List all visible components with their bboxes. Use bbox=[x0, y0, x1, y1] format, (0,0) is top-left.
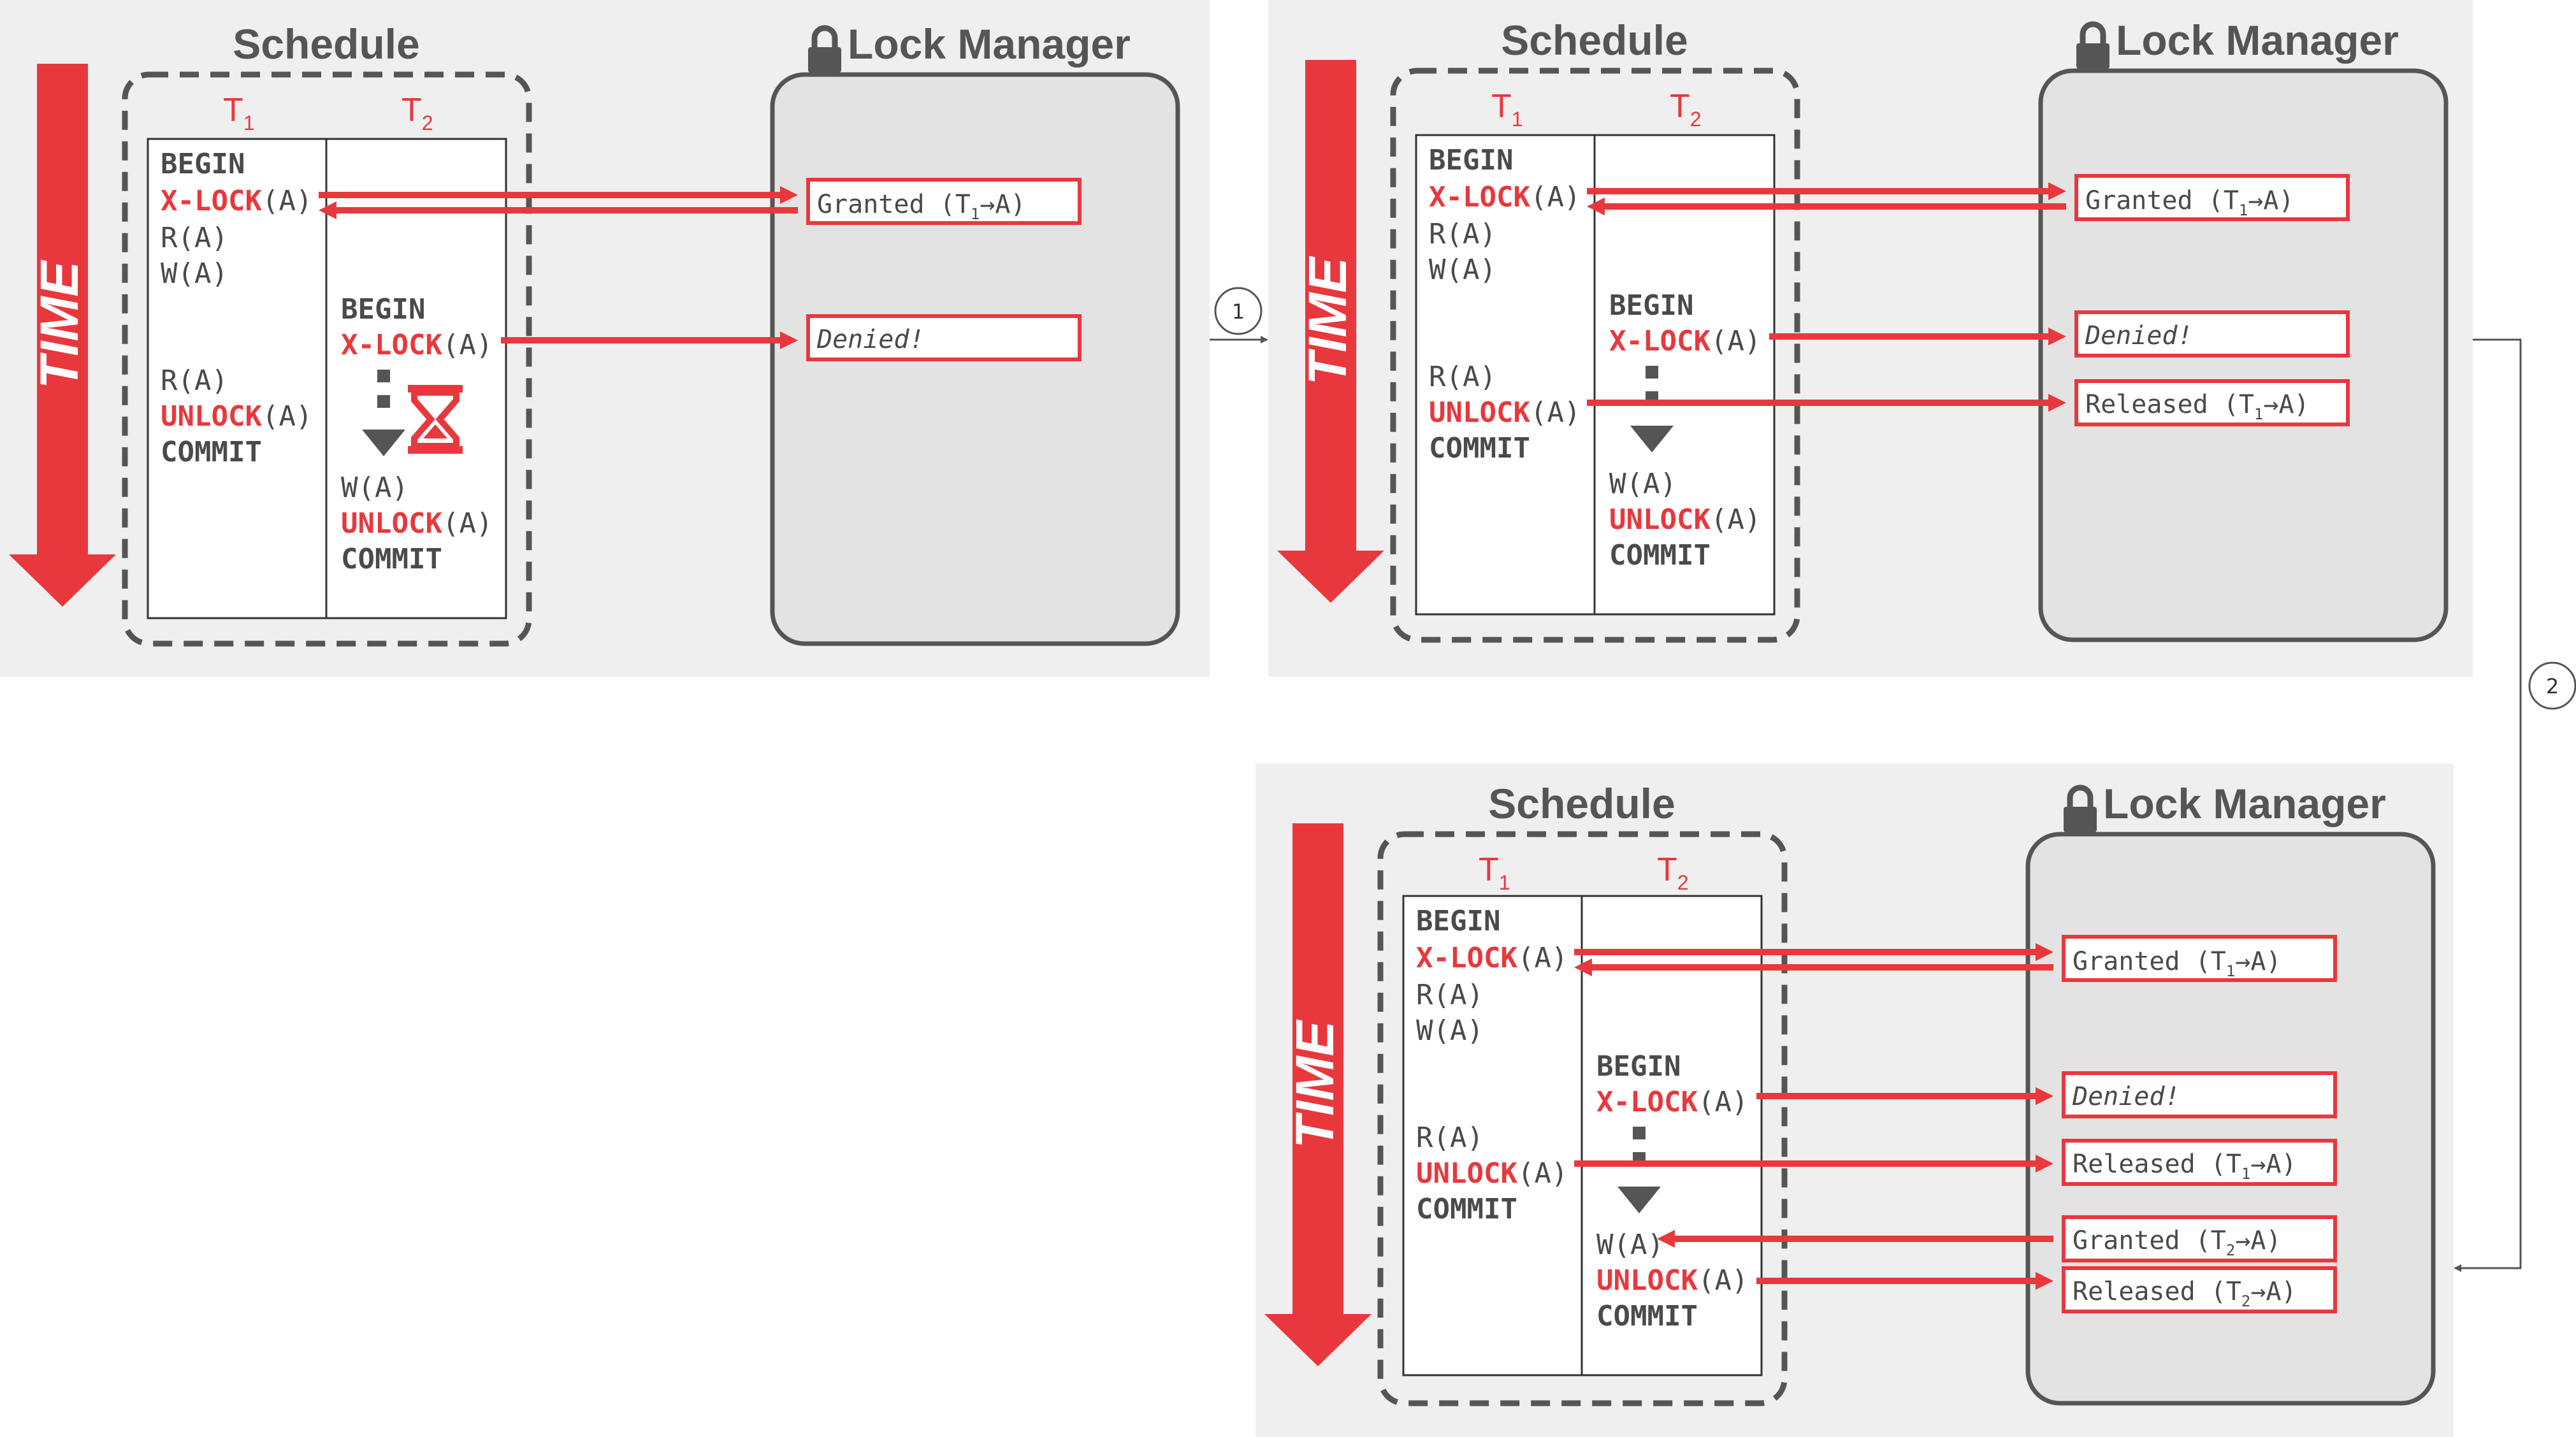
t1-header: T1 bbox=[1479, 851, 1510, 894]
schedule-heading: Schedule bbox=[233, 20, 419, 68]
schedule-diagram-2: Schedule T1 T2 BEGIN X-LOCK(A) R(A) W(A)… bbox=[1277, 17, 2449, 643]
lock-icon bbox=[808, 25, 841, 73]
lock-icon bbox=[2076, 21, 2109, 69]
t1-header: T1 bbox=[223, 92, 255, 134]
panel-step-2: Schedule T1 T2 BEGIN X-LOCK(A) R(A) W(A)… bbox=[1268, 0, 2473, 677]
t2-begin: BEGIN bbox=[341, 293, 425, 326]
t2-unlock: UNLOCK(A) bbox=[341, 507, 493, 540]
t2-xlock: X-LOCK(A) bbox=[1609, 325, 1761, 357]
t2-write: W(A) bbox=[1596, 1229, 1664, 1261]
time-arrow: TIME bbox=[1264, 823, 1371, 1366]
lock-manager-heading: Lock Manager bbox=[2116, 17, 2399, 64]
schedule-frame bbox=[1390, 68, 1800, 643]
t1-begin: BEGIN bbox=[1429, 144, 1513, 177]
svg-text:TIME: TIME bbox=[29, 259, 89, 389]
t2-commit: COMMIT bbox=[341, 543, 442, 575]
connector-step-1: 1 bbox=[1210, 287, 1268, 343]
svg-text:TIME: TIME bbox=[1298, 256, 1357, 386]
hourglass-icon bbox=[408, 385, 463, 454]
t1-xlock: X-LOCK(A) bbox=[1416, 942, 1568, 974]
t1-commit: COMMIT bbox=[161, 436, 262, 468]
request-arrows bbox=[1574, 943, 2053, 1290]
schedule-diagram-1: Schedule T1 T2 BEGIN X-LOCK(A) R(A) W(A)… bbox=[9, 20, 1180, 647]
t2-xlock: X-LOCK(A) bbox=[1596, 1086, 1748, 1118]
response-released-t2: Released (T2→A) bbox=[2073, 1277, 2297, 1310]
t1-write: W(A) bbox=[161, 257, 228, 290]
t1-read: R(A) bbox=[161, 222, 228, 254]
svg-text:TIME: TIME bbox=[1285, 1019, 1345, 1149]
response-granted-t1: Granted (T1→A) bbox=[2073, 947, 2282, 980]
schedule-diagram-3: Schedule T1 T2 BEGIN X-LOCK(A) R(A) W(A)… bbox=[1264, 780, 2436, 1406]
t1-read: R(A) bbox=[1416, 979, 1484, 1011]
t1-read-2: R(A) bbox=[1429, 361, 1496, 393]
request-arrows bbox=[319, 186, 798, 349]
t1-write: W(A) bbox=[1429, 254, 1496, 286]
t1-begin: BEGIN bbox=[1416, 905, 1500, 937]
response-granted-t2: Granted (T2→A) bbox=[2073, 1226, 2282, 1259]
schedule-frame bbox=[1377, 831, 1788, 1406]
t2-unlock: UNLOCK(A) bbox=[1609, 503, 1761, 536]
panel-step-3: Schedule T1 T2 BEGIN X-LOCK(A) R(A) W(A)… bbox=[1255, 763, 2454, 1437]
t2-begin: BEGIN bbox=[1609, 289, 1693, 322]
time-arrow: TIME bbox=[9, 64, 116, 607]
t2-begin: BEGIN bbox=[1596, 1050, 1681, 1083]
wait-indicator bbox=[362, 370, 405, 456]
t2-header: T2 bbox=[1657, 851, 1689, 894]
t2-write: W(A) bbox=[341, 472, 409, 504]
lock-manager-heading: Lock Manager bbox=[848, 20, 1131, 68]
t2-commit: COMMIT bbox=[1596, 1300, 1698, 1332]
t1-commit: COMMIT bbox=[1429, 432, 1530, 465]
t2-header: T2 bbox=[1670, 88, 1702, 131]
t1-read: R(A) bbox=[1429, 218, 1496, 250]
t1-header: T1 bbox=[1491, 88, 1523, 131]
t2-unlock: UNLOCK(A) bbox=[1596, 1264, 1748, 1297]
t2-xlock: X-LOCK(A) bbox=[341, 329, 493, 361]
t1-xlock: X-LOCK(A) bbox=[161, 185, 312, 217]
t1-xlock: X-LOCK(A) bbox=[1429, 181, 1581, 213]
t1-commit: COMMIT bbox=[1416, 1193, 1517, 1225]
t1-unlock: UNLOCK(A) bbox=[1416, 1157, 1568, 1190]
response-released-t1: Released (T1→A) bbox=[2073, 1150, 2297, 1183]
schedule-heading: Schedule bbox=[1488, 780, 1675, 827]
schedule-heading: Schedule bbox=[1501, 17, 1688, 64]
t2-write: W(A) bbox=[1609, 468, 1677, 500]
schedule-frame bbox=[122, 71, 532, 647]
step-2-label: 2 bbox=[2546, 674, 2559, 698]
response-released-t1: Released (T1→A) bbox=[2085, 390, 2310, 423]
t1-write: W(A) bbox=[1416, 1015, 1484, 1047]
panel-step-1: Schedule T1 T2 BEGIN X-LOCK(A) R(A) W(A)… bbox=[0, 0, 1210, 677]
t2-header: T2 bbox=[402, 92, 433, 134]
t2-commit: COMMIT bbox=[1609, 539, 1711, 572]
t1-unlock: UNLOCK(A) bbox=[161, 400, 312, 433]
t1-read-2: R(A) bbox=[1416, 1122, 1484, 1154]
response-denied: Denied! bbox=[816, 325, 925, 354]
response-denied: Denied! bbox=[2085, 321, 2193, 350]
lock-icon bbox=[2064, 784, 2097, 832]
lock-manager-heading: Lock Manager bbox=[2103, 780, 2386, 827]
response-granted-t1: Granted (T1→A) bbox=[2085, 186, 2294, 219]
t1-read-2: R(A) bbox=[161, 365, 228, 397]
request-arrows bbox=[1587, 182, 2066, 412]
response-granted-t1: Granted (T1→A) bbox=[817, 190, 1026, 223]
time-arrow: TIME bbox=[1277, 60, 1384, 603]
step-1-label: 1 bbox=[1232, 300, 1245, 324]
response-denied: Denied! bbox=[2072, 1082, 2180, 1111]
connector-step-2: 2 bbox=[2454, 338, 2576, 1272]
t1-begin: BEGIN bbox=[161, 148, 245, 180]
t1-unlock: UNLOCK(A) bbox=[1429, 396, 1581, 429]
